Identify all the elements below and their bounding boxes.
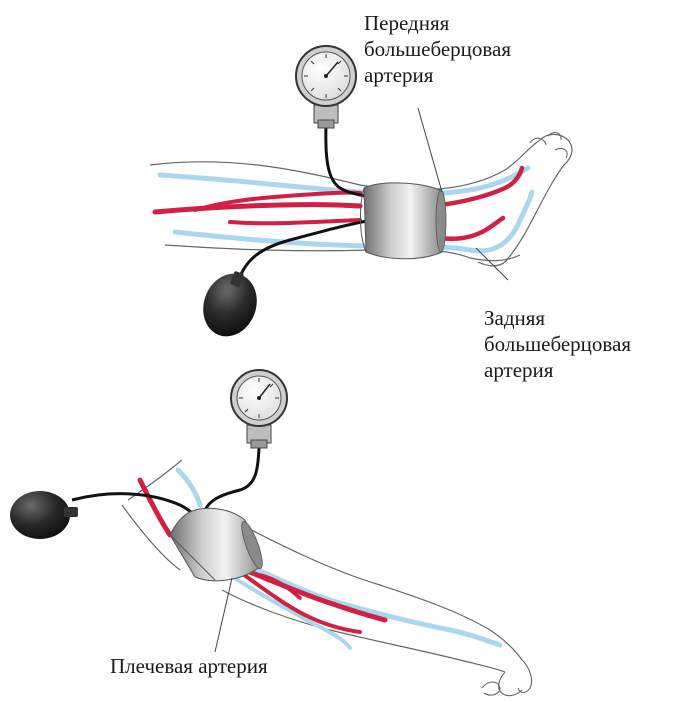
foot-outline bbox=[478, 134, 572, 265]
arm-vein-upper bbox=[178, 470, 200, 505]
brachial-leader bbox=[215, 578, 232, 652]
arm-cuff bbox=[170, 508, 266, 581]
leg-cuff bbox=[360, 183, 446, 259]
leg-inflation-bulb bbox=[195, 266, 266, 344]
anterior-tibial-label-line-3: артерия bbox=[364, 62, 511, 88]
hand-outline bbox=[482, 660, 532, 696]
arm-inflation-bulb bbox=[10, 491, 78, 539]
posterior-tibial-label-line-3: артерия bbox=[484, 357, 631, 383]
posterior-tibial-label-line-1: Задняя bbox=[484, 305, 631, 331]
posterior-tibial-label-line-2: большеберцовая bbox=[484, 331, 631, 357]
anterior-tibial-label-line-1: Передняя bbox=[364, 10, 511, 36]
leg-pressure-gauge bbox=[296, 46, 356, 128]
leg-illustration bbox=[150, 46, 572, 344]
arm-pressure-gauge bbox=[231, 370, 287, 448]
posterior-tibial-label: Задняя большеберцовая артерия bbox=[484, 305, 631, 383]
brachial-artery-upper bbox=[140, 480, 170, 535]
anterior-tibial-label: Передняя большеберцовая артерия bbox=[364, 10, 511, 88]
leg-artery-main bbox=[155, 205, 360, 212]
leg-outline-top bbox=[150, 140, 540, 190]
posterior-tibial-artery bbox=[440, 218, 503, 239]
arm-gauge-tube bbox=[205, 448, 259, 510]
arm-illustration bbox=[10, 370, 532, 696]
arm-bulb-tube bbox=[72, 494, 198, 520]
anterior-tibial-leader bbox=[418, 108, 442, 192]
leg-artery-lower-branch bbox=[230, 220, 360, 223]
anterior-tibial-label-line-2: большеберцовая bbox=[364, 36, 511, 62]
leg-gauge-tube bbox=[326, 126, 370, 197]
brachial-artery-label: Плечевая артерия bbox=[110, 653, 268, 679]
